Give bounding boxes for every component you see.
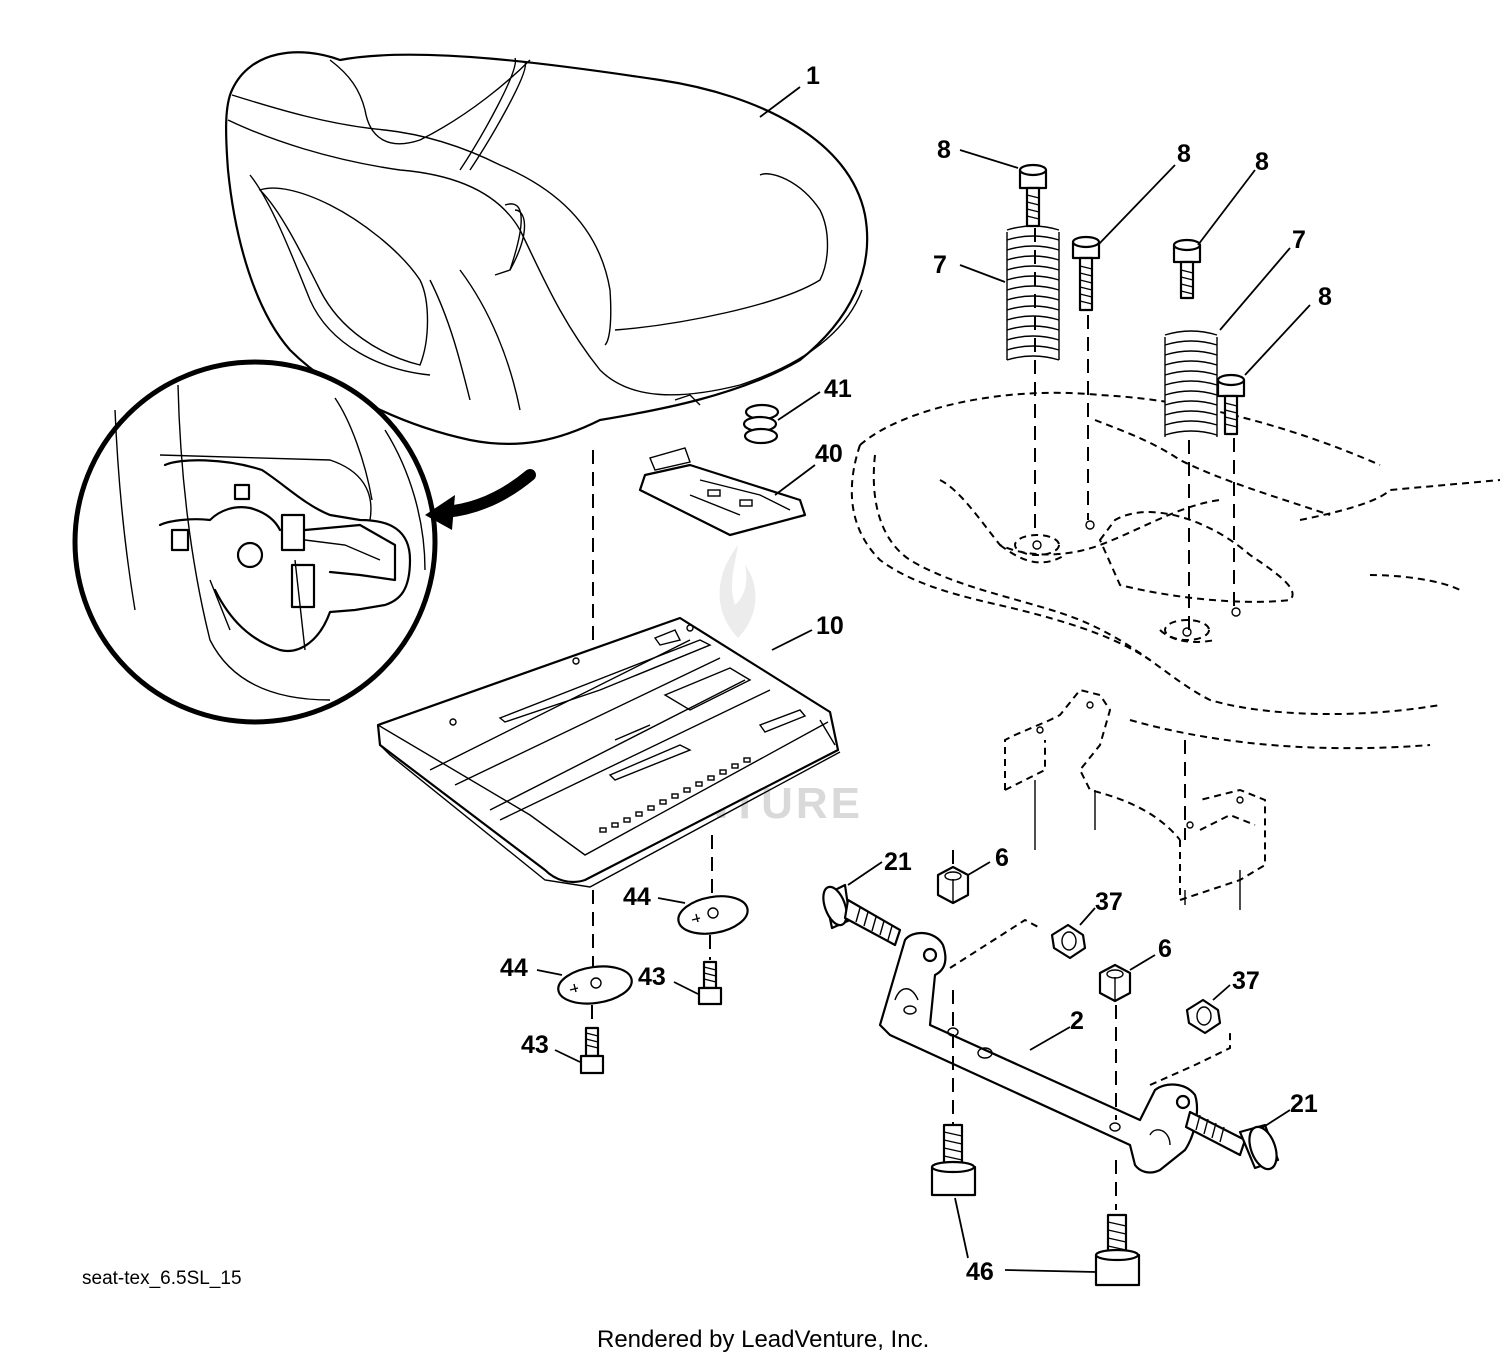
callout-bolt21-right: 21 (1290, 1090, 1318, 1118)
bolt-8-b: 8 (1071, 140, 1191, 520)
callout-washer44-right: 44 (623, 883, 651, 911)
callout-spring-left: 7 (933, 251, 947, 279)
washer-37-right: 37 (1185, 967, 1260, 1035)
callout-washer44-left: 44 (500, 954, 528, 982)
callout-nut-right: 6 (1158, 935, 1172, 963)
screw-43-right: 43 (638, 935, 723, 1006)
drawing-id-caption: seat-tex_6.5SL_15 (82, 1268, 242, 1289)
seat: 1 (224, 51, 869, 446)
washer-37-left: 37 (1050, 888, 1123, 960)
pan-slots (599, 757, 751, 833)
callout-bolt21-left: 21 (884, 848, 912, 876)
callout-washer37-left: 37 (1095, 888, 1123, 916)
bolt-21-left: 21 (822, 848, 912, 947)
spring-7-left: 7 (933, 225, 1060, 365)
callout-screw43-left: 43 (521, 1031, 549, 1059)
spring-7-right: 7 (1164, 226, 1306, 440)
detail-inset (72, 359, 536, 725)
clip-40: 40 (638, 440, 843, 537)
rendered-by-footer: Rendered by LeadVenture, Inc. (597, 1326, 929, 1353)
bolt-46-right (1094, 1213, 1141, 1287)
callout-seat: 1 (806, 62, 820, 90)
bolt-8-a: 8 (937, 136, 1048, 535)
bracket-2: 2 (878, 932, 1199, 1174)
washer-44-right: 44 (623, 883, 749, 935)
callout-bolt-b: 8 (1177, 140, 1191, 168)
callout-bolt-a: 8 (937, 136, 951, 164)
callout-pan: 10 (816, 612, 844, 640)
callout-bracket: 2 (1070, 1007, 1084, 1035)
callout-clip: 40 (815, 440, 843, 468)
spring-41: 41 (742, 375, 852, 445)
bolt-8-c: 8 (1172, 148, 1269, 630)
callout-nut-left: 6 (995, 844, 1009, 872)
nut-6-left: 6 (936, 844, 1009, 905)
callout-screw43-right: 43 (638, 963, 666, 991)
callout-spring41: 41 (824, 375, 852, 403)
callout-bolt-d: 8 (1318, 283, 1332, 311)
callout-bolt46: 46 (966, 1258, 994, 1286)
seat-pan-10: 10 (376, 612, 844, 888)
callout-spring-right: 7 (1292, 226, 1306, 254)
callout-bolt-c: 8 (1255, 148, 1269, 176)
bolt-46-left (930, 1123, 977, 1197)
bolt-8-d: 8 (1216, 283, 1332, 610)
callout-washer37-right: 37 (1232, 967, 1260, 995)
screw-43-left: 43 (521, 1005, 605, 1075)
bolt-21-right: 21 (1184, 1090, 1318, 1171)
nut-6-right: 6 (1098, 935, 1172, 1003)
tractor-frame (850, 391, 1500, 910)
washer-44-left: 44 (500, 954, 633, 1005)
